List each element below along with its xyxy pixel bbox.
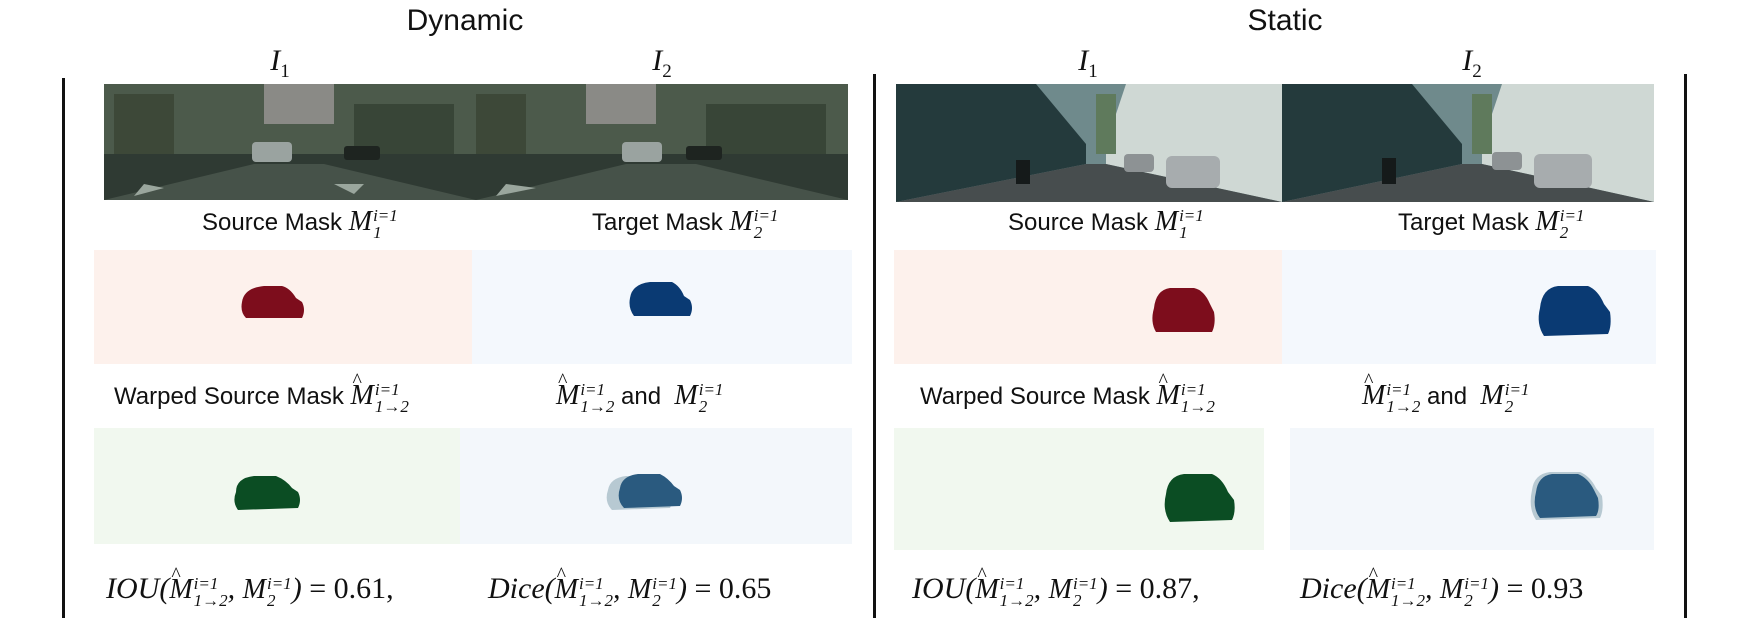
static-warped-mask-panel	[894, 428, 1264, 550]
center-divider-line	[873, 74, 876, 618]
car-mask-icon	[629, 282, 692, 316]
street-scene-icon	[104, 84, 476, 200]
static-overlay-panel	[1290, 428, 1654, 550]
dynamic-source-mask-panel	[94, 250, 472, 364]
static-frame-i2	[1282, 84, 1654, 202]
left-border-line	[62, 78, 65, 618]
column-head-dynamic-i2: I2	[652, 44, 672, 82]
column-head-dynamic-i1: I1	[270, 44, 290, 82]
section-title-static: Static	[1247, 4, 1323, 37]
right-border-line	[1684, 74, 1687, 618]
static-target-mask-panel	[1282, 250, 1656, 364]
car-mask-icon	[234, 476, 300, 510]
static-frame-i1	[896, 84, 1282, 202]
dynamic-warped-mask-panel	[94, 428, 460, 544]
static-source-mask-panel	[894, 250, 1282, 364]
dynamic-frame-i2	[476, 84, 848, 200]
column-head-static-i1: I1	[1078, 44, 1098, 82]
street-scene-icon	[1282, 84, 1654, 202]
street-scene-icon	[896, 84, 1282, 202]
dynamic-frame-i1	[104, 84, 476, 200]
dynamic-target-mask-panel	[472, 250, 852, 364]
street-scene-icon	[476, 84, 848, 200]
car-mask-icon	[1164, 474, 1235, 522]
dynamic-overlay-panel	[460, 428, 852, 544]
car-overlay-icon	[1530, 472, 1603, 520]
section-title-dynamic: Dynamic	[406, 4, 524, 37]
column-head-static-i2: I2	[1462, 44, 1482, 82]
car-mask-icon	[241, 286, 304, 318]
car-mask-icon	[1152, 288, 1215, 332]
car-overlay-icon	[606, 474, 682, 510]
car-mask-icon	[1538, 286, 1611, 336]
